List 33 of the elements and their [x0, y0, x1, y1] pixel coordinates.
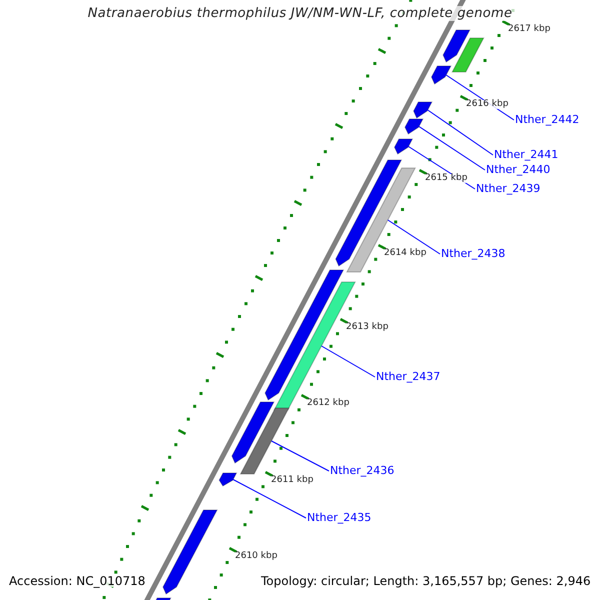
scale-label: 2613 kbp [346, 322, 388, 332]
info-text: Accession: NC_010718 [9, 575, 146, 587]
leader-line [418, 126, 486, 170]
gene-feature [162, 510, 218, 595]
gene-feature [451, 38, 485, 72]
scale-label: 2614 kbp [384, 248, 426, 258]
gene-label: Nther_2440 [486, 164, 550, 175]
gene-label: Nther_2441 [494, 149, 558, 160]
gene-label: Nther_2442 [515, 114, 580, 125]
scale-label: 2611 kbp [271, 476, 314, 484]
leader-line [232, 479, 306, 518]
leader-line [427, 110, 494, 156]
gene-feature [430, 66, 452, 85]
gene-feature [413, 102, 433, 119]
info-text: Topology: circular; Length: 3,165,557 bp; Genes: 2,946 [261, 575, 591, 587]
gene-feature [442, 30, 471, 63]
scale-label: 2617 kbp [508, 24, 550, 34]
leader-line [321, 346, 376, 378]
gene-label: Nther_2437 [376, 371, 440, 382]
scale-label: 2612 kbp [307, 398, 350, 408]
gene-feature [218, 472, 238, 487]
scale-label: 2616 kbp [466, 100, 508, 108]
gene-label: Nther_2436 [330, 465, 394, 476]
gene-feature [240, 408, 290, 474]
leader-line [270, 440, 330, 472]
gene-feature [231, 402, 275, 464]
gene-feature [394, 138, 414, 155]
gene-label: Nther_2439 [476, 183, 540, 194]
gene-label: Nther_2435 [307, 512, 372, 523]
scale-label: 2615 kbp [425, 174, 468, 182]
gene-label: Nther_2438 [441, 248, 506, 259]
scale-label: 2610 kbp [235, 552, 278, 560]
gene-feature [404, 118, 424, 135]
